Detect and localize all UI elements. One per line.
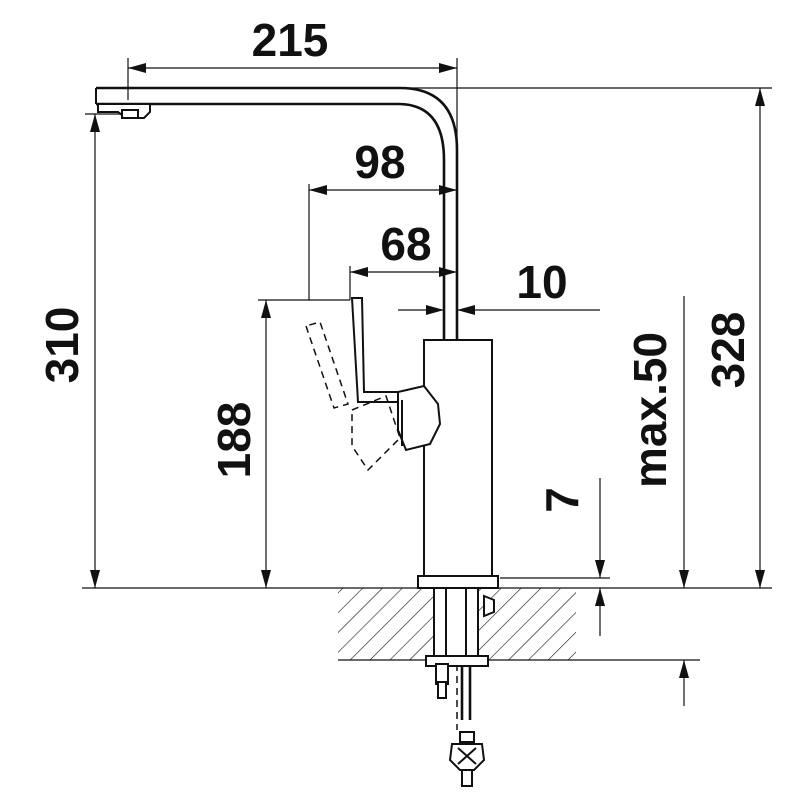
faucet (95, 86, 499, 787)
dim-68-label: 68 (380, 218, 431, 270)
dim-10-label: 10 (516, 256, 567, 308)
dim-188-label: 188 (208, 402, 260, 479)
dim-310-label: 310 (36, 307, 88, 384)
dim-98-label: 98 (354, 136, 405, 188)
dim-max50-label: max.50 (624, 332, 676, 488)
dim-215-label: 215 (252, 14, 329, 66)
dim-7-label: 7 (536, 487, 588, 513)
dimension-lines (90, 63, 765, 706)
dim-328-label: 328 (702, 312, 754, 389)
